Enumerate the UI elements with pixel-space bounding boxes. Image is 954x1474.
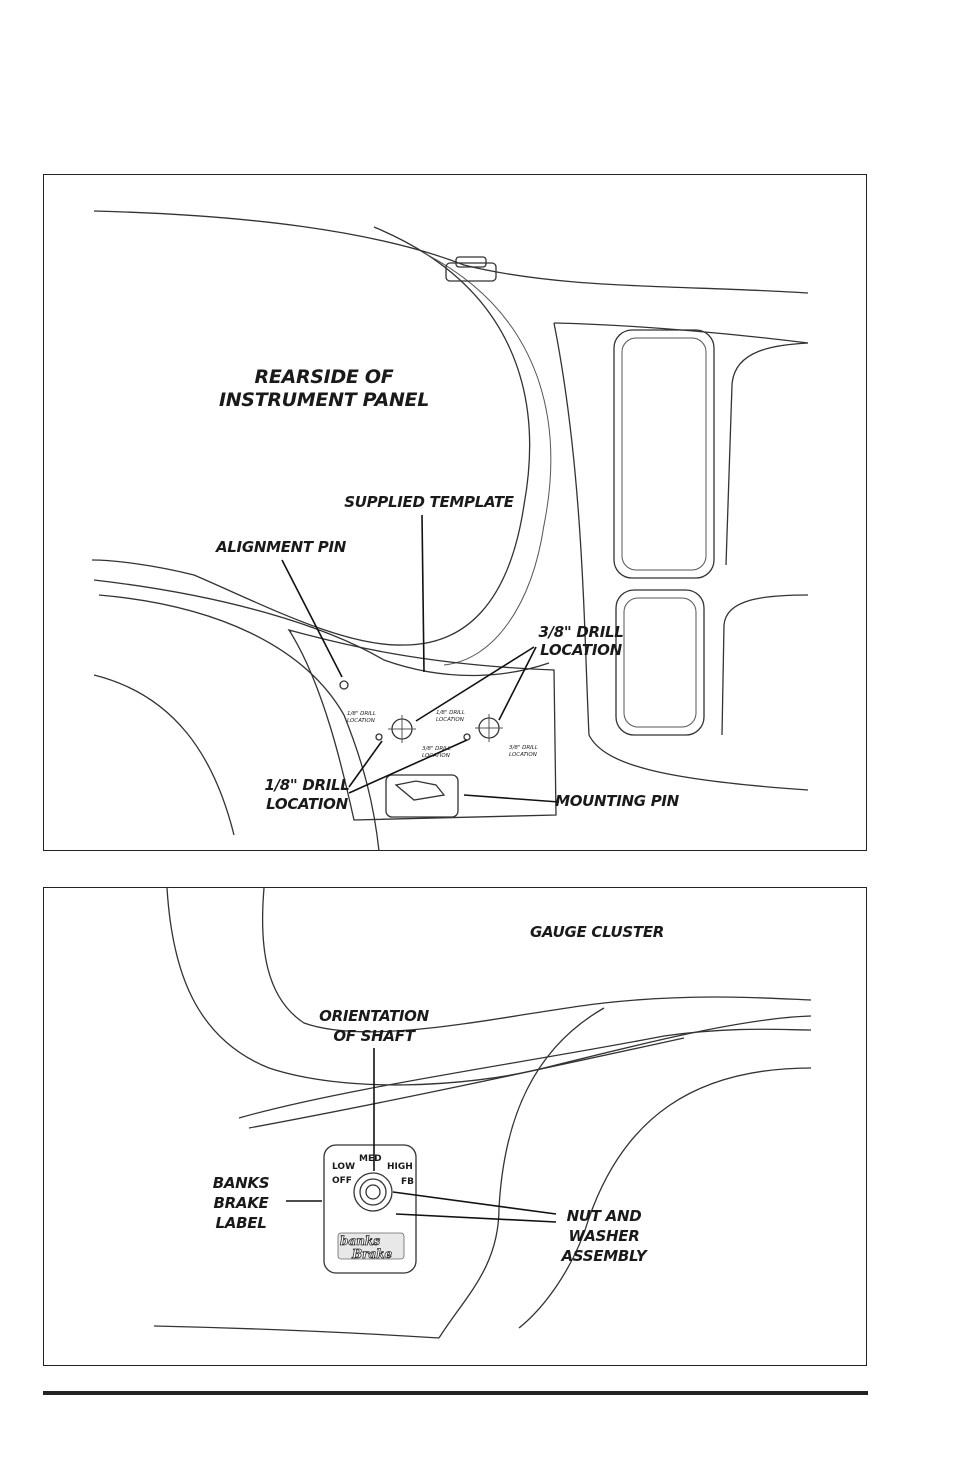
arrow-supplied-template <box>421 514 425 673</box>
top-clip-tab <box>455 256 487 268</box>
arrow-38-left <box>415 646 535 722</box>
arrow-18-left <box>348 740 383 788</box>
label-38-drill-line2: LOCATION <box>540 641 622 659</box>
drill-crosshair-right <box>475 714 503 742</box>
label-banks-line3: LABEL <box>216 1214 267 1232</box>
logo-brake: Brake <box>351 1247 393 1261</box>
cluster-edge-5 <box>438 1007 605 1339</box>
left-sweep-2 <box>98 594 380 852</box>
gauge-frame-left <box>553 322 809 791</box>
gauge-frame-top <box>553 322 809 344</box>
rear-shell-inner <box>423 252 552 666</box>
switch-label-plate <box>323 1144 417 1274</box>
arrow-mounting-pin <box>463 794 560 803</box>
title-line-1: REARSIDE OF <box>255 366 394 388</box>
plate-18-right-line1: 1/8" DRILL <box>436 710 465 716</box>
left-sweep-3 <box>93 674 235 836</box>
gauge-window-1-inner <box>621 337 707 571</box>
label-nut-line1: NUT AND <box>567 1207 642 1225</box>
alignment-pin-hole <box>339 680 349 690</box>
label-18-drill-line2: LOCATION <box>266 795 348 813</box>
footer-rule <box>43 1391 868 1395</box>
template-plate <box>287 628 557 821</box>
label-nut-line3: ASSEMBLY <box>561 1247 649 1265</box>
plate-18-right-line2: LOCATION <box>436 717 464 723</box>
top-clip <box>445 262 497 282</box>
title-line-2: INSTRUMENT PANEL <box>219 389 429 411</box>
gauge-window-4 <box>721 594 809 736</box>
arrow-washer <box>395 1213 557 1223</box>
arrow-38-right <box>498 646 537 721</box>
drill-hole-18-left <box>375 733 383 741</box>
shaft <box>365 1184 381 1200</box>
plate-18-left-line1: 1/8" DRILL <box>347 711 376 717</box>
cluster-edge-6 <box>518 1067 812 1329</box>
drill-crosshair-left <box>388 715 416 743</box>
plate-38-left-line2: LOCATION <box>422 753 450 759</box>
plate-38-right-line1: 3/8" DRILL <box>509 745 538 751</box>
washer <box>359 1178 387 1206</box>
arrow-alignment-pin <box>281 559 343 678</box>
instrument-panel-drawing: REARSIDE OF INSTRUMENT PANEL SUPPLIED TE… <box>91 210 809 852</box>
drill-hole-18-right <box>463 733 471 741</box>
knob-low: LOW <box>332 1162 355 1172</box>
label-18-drill-line1: 1/8" DRILL <box>264 776 349 794</box>
knob-off: OFF <box>332 1176 352 1186</box>
cluster-edge-3 <box>238 1028 812 1119</box>
mounting-pin-shape <box>394 780 446 801</box>
gauge-cluster-drawing: OFF LOW MED HIGH FB banks Brake GAUGE CL… <box>153 888 812 1339</box>
arrow-18-right <box>348 739 468 794</box>
gauge-window-2-inner <box>623 597 697 728</box>
knob-med: MED <box>359 1154 382 1164</box>
label-38-drill-line1: 3/8" DRILL <box>538 623 623 641</box>
cluster-edge-2 <box>261 888 812 1033</box>
cluster-edge-4 <box>248 1037 685 1129</box>
label-orientation-line2: OF SHAFT <box>333 1027 416 1045</box>
left-sweep-1 <box>93 579 550 677</box>
gauge-window-1 <box>613 329 715 579</box>
label-banks-line2: BRAKE <box>214 1194 270 1212</box>
mounting-pin-body <box>385 774 459 818</box>
cluster-bottom <box>153 1325 440 1339</box>
label-alignment-pin: ALIGNMENT PIN <box>215 538 347 556</box>
figure-rearside-instrument-panel: REARSIDE OF INSTRUMENT PANEL SUPPLIED TE… <box>43 174 867 852</box>
gauge-window-3 <box>725 342 809 566</box>
dash-top-edge <box>93 210 809 294</box>
label-mounting-pin: MOUNTING PIN <box>555 792 680 810</box>
knob-fb: FB <box>401 1177 414 1187</box>
logo-banks: banks <box>340 1234 380 1248</box>
gauge-window-2 <box>615 589 705 736</box>
nut <box>353 1172 393 1212</box>
plate-38-left-line1: 3/8" DRILL <box>422 746 451 752</box>
plate-18-left-line2: LOCATION <box>347 718 375 724</box>
label-orientation-line1: ORIENTATION <box>319 1007 429 1025</box>
label-banks-line1: BANKS <box>213 1174 270 1192</box>
label-nut-line2: WASHER <box>569 1227 640 1245</box>
plate-38-right-line2: LOCATION <box>509 752 537 758</box>
rear-shell-curve <box>91 226 531 646</box>
figure-gauge-cluster: OFF LOW MED HIGH FB banks Brake GAUGE CL… <box>43 887 867 1366</box>
arrow-nut <box>392 1191 557 1215</box>
label-gauge-cluster: GAUGE CLUSTER <box>530 923 664 941</box>
knob-high: HIGH <box>387 1162 413 1172</box>
label-supplied-template: SUPPLIED TEMPLATE <box>344 493 515 511</box>
cluster-edge-1 <box>166 888 812 1086</box>
banks-logo-box <box>337 1232 405 1260</box>
